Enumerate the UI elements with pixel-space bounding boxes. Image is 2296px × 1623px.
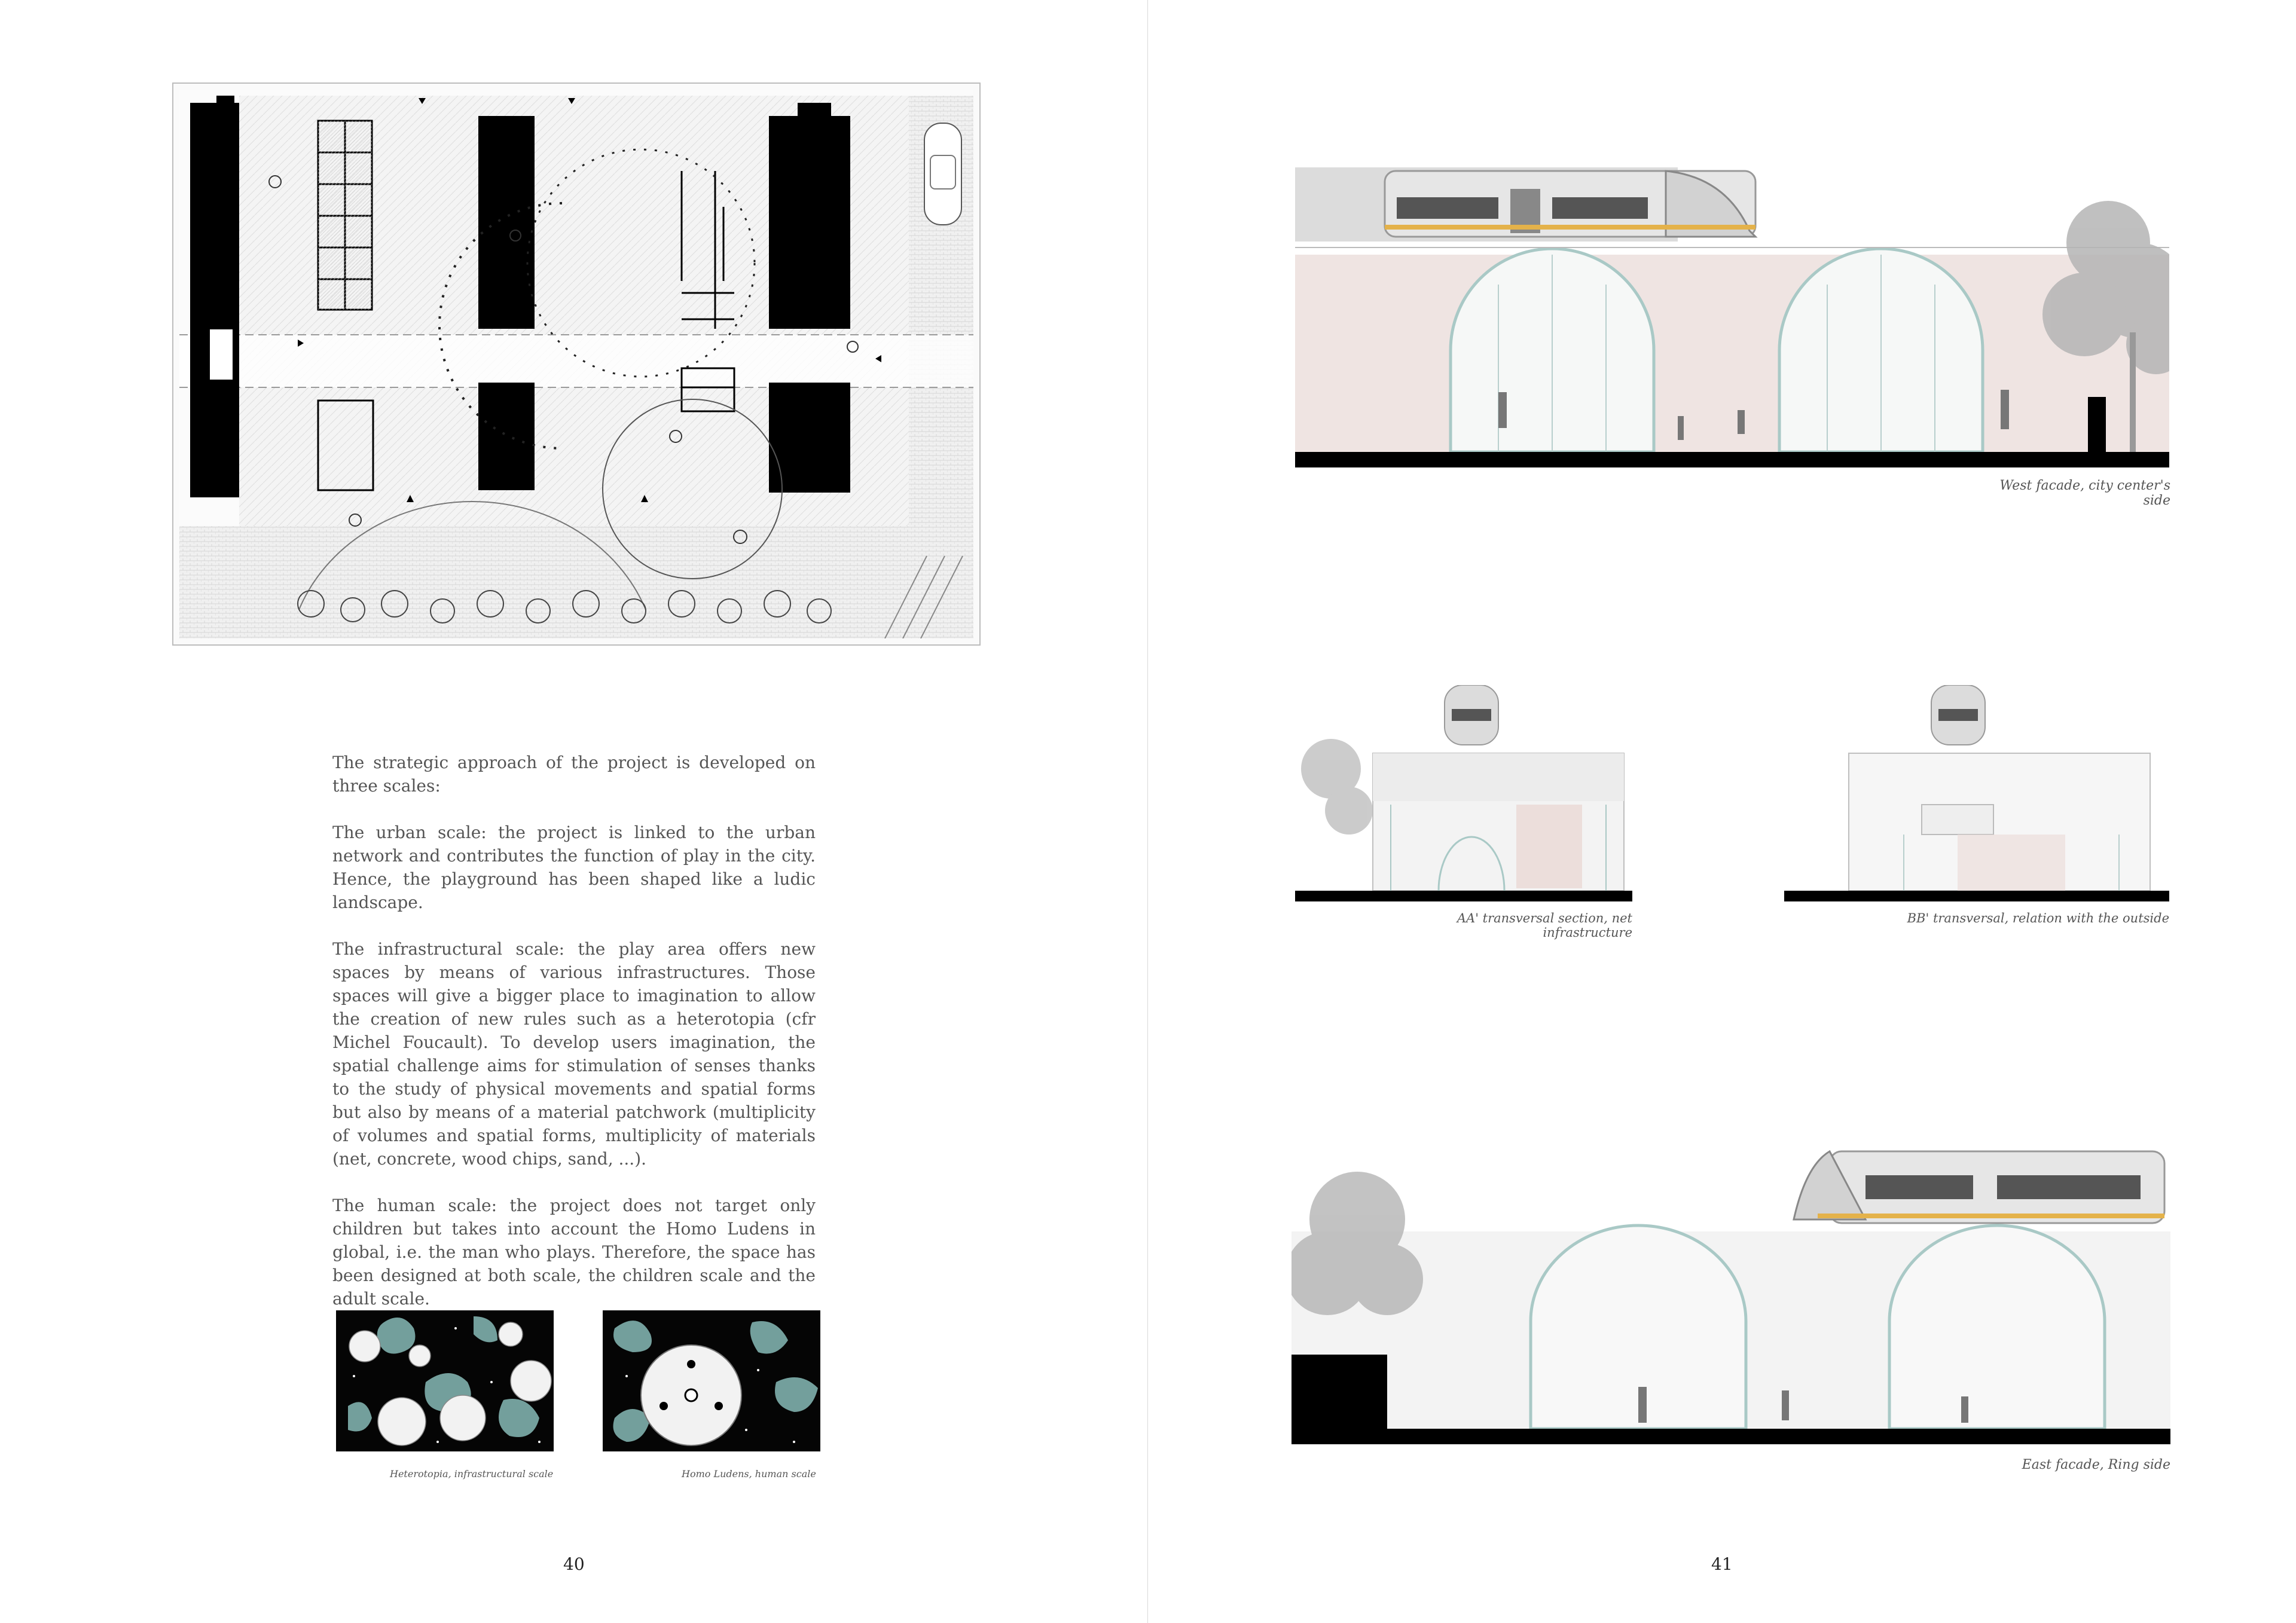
left-page: The strategic approach of the project is… [172,82,981,1574]
section-bb-svg [1784,684,2169,901]
section-bb-caption: BB' transversal, relation with the outsi… [1907,911,2169,925]
west-facade-drawing [1295,165,2186,469]
section-aa-svg [1295,684,1632,901]
homo-ludens-illustration [603,1310,820,1451]
homo-ludens-caption: Homo Ludens, human scale [682,1468,816,1480]
body-text: The strategic approach of the project is… [332,751,816,1334]
urban-scale-paragraph: The urban scale: the project is linked t… [332,823,816,912]
heterotopia-illustration [336,1310,554,1451]
site-plan-drawing [172,82,981,646]
section-aa-drawing [1295,684,1632,903]
heterotopia-svg [336,1310,554,1451]
west-facade-caption: West facade, city center's side [1999,478,2170,508]
human-scale-paragraph: The human scale: the project does not ta… [332,1196,816,1309]
infrastructural-scale-paragraph: The infrastructural scale: the play area… [332,939,816,1169]
homo-ludens-svg [603,1310,820,1451]
right-page: West facade, city center's side AA' tran… [1148,0,2296,1623]
west-facade-svg [1295,167,2186,467]
site-plan-svg [179,90,973,638]
east-facade-drawing [1286,1142,2170,1447]
page-number-left: 40 [563,1554,585,1574]
section-aa-caption: AA' transversal section, net infrastruct… [1457,911,1632,940]
heterotopia-caption: Heterotopia, infrastructural scale [390,1468,554,1480]
section-bb-drawing [1784,684,2169,903]
east-facade-svg [1286,1150,2170,1444]
east-facade-caption: East facade, Ring side [2022,1457,2170,1472]
page-number-right: 41 [1711,1554,1733,1574]
intro-paragraph: The strategic approach of the project is… [332,753,816,796]
